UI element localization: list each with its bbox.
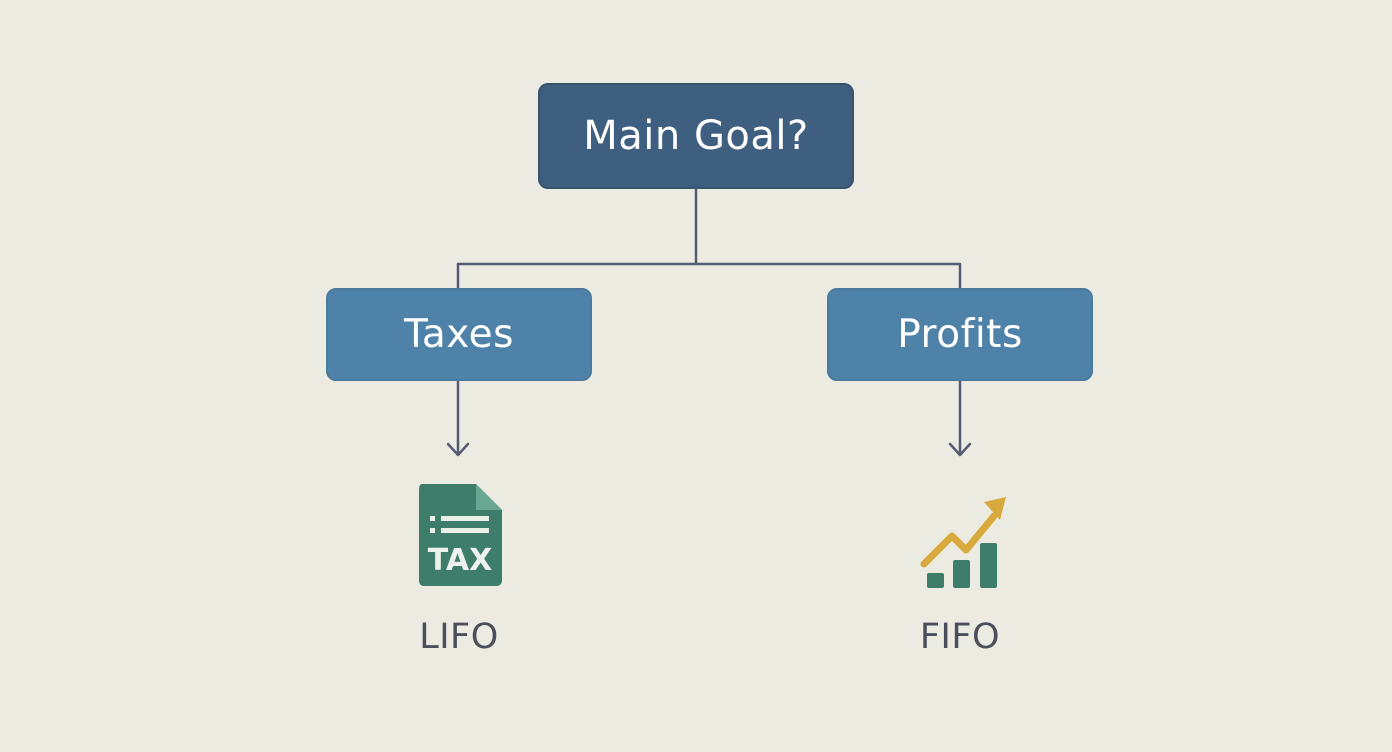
profits-label: Profits (897, 312, 1023, 357)
taxes-label: Taxes (404, 312, 514, 357)
growth-chart-icon (920, 497, 1006, 588)
fifo-outcome-label: FIFO (919, 617, 1001, 657)
main-goal-node: Main Goal? (538, 83, 854, 189)
tax-icon-text: TAX (428, 543, 492, 578)
main-goal-label: Main Goal? (583, 113, 809, 159)
lifo-outcome-label: LIFO (419, 617, 499, 657)
profits-node: Profits (827, 288, 1093, 381)
right-arrowhead (948, 442, 972, 457)
left-arrowhead (446, 442, 470, 457)
tax-document-icon: TAX (419, 484, 502, 586)
taxes-node: Taxes (326, 288, 592, 381)
